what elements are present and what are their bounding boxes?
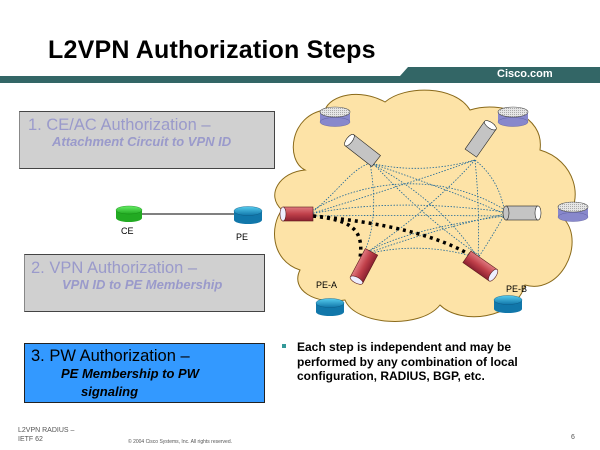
bullet-marker-icon bbox=[282, 344, 286, 348]
brand-label: Cisco.com bbox=[497, 68, 553, 80]
pe-a-label: PE-A bbox=[316, 280, 337, 290]
step-2-subtitle: VPN ID to PE Membership bbox=[62, 277, 223, 292]
ce-label: CE bbox=[121, 226, 134, 236]
step-3-subtitle: PE Membership to PW signaling bbox=[61, 365, 199, 401]
remote-router-3-icon[interactable] bbox=[557, 201, 589, 222]
step-3-box: 3. PW Authorization – PE Membership to P… bbox=[24, 343, 265, 403]
remote-router-1-icon[interactable] bbox=[319, 106, 351, 127]
remote-1-tunnel bbox=[344, 134, 381, 168]
step-2-heading: 2. VPN Authorization – bbox=[31, 259, 198, 277]
page-number: 6 bbox=[571, 434, 575, 441]
pe-b-label: PE-B bbox=[506, 284, 527, 294]
remote-2-tunnel bbox=[464, 120, 497, 158]
header-banner bbox=[0, 67, 600, 83]
remote-router-2-icon[interactable] bbox=[497, 106, 529, 127]
pe-b-router-icon[interactable] bbox=[493, 295, 523, 314]
step-2-box: 2. VPN Authorization – VPN ID to PE Memb… bbox=[24, 254, 265, 312]
footer-presentation-name: L2VPN RADIUS – IETF 62 bbox=[18, 427, 75, 443]
step-3-subtitle-line-1: PE Membership to PW bbox=[61, 366, 199, 381]
bullet-item: Each step is independent and may be perf… bbox=[297, 340, 518, 383]
step-3-heading: 3. PW Authorization – bbox=[31, 347, 190, 365]
pe-a-router-icon[interactable] bbox=[315, 298, 345, 317]
step-3-subtitle-line-2: signaling bbox=[81, 384, 139, 399]
pe-label: PE bbox=[236, 232, 248, 242]
pe-a-tunnel bbox=[349, 248, 379, 285]
active-pseudowire bbox=[312, 214, 476, 260]
ce-router-icon[interactable] bbox=[115, 205, 143, 222]
pe-b-tunnel bbox=[462, 250, 499, 282]
pw-mesh bbox=[309, 159, 506, 259]
copyright-notice: © 2004 Cisco Systems, Inc. All rights re… bbox=[128, 439, 233, 445]
step-1-heading: 1. CE/AC Authorization – bbox=[28, 116, 211, 134]
remote-3-tunnel bbox=[502, 205, 542, 221]
step-1-box: 1. CE/AC Authorization – Attachment Circ… bbox=[19, 111, 275, 169]
step-1-subtitle: Attachment Circuit to VPN ID bbox=[52, 134, 232, 149]
page-title: L2VPN Authorization Steps bbox=[48, 36, 376, 64]
pe-tunnel bbox=[279, 206, 314, 222]
pe-router-icon[interactable] bbox=[233, 206, 263, 225]
